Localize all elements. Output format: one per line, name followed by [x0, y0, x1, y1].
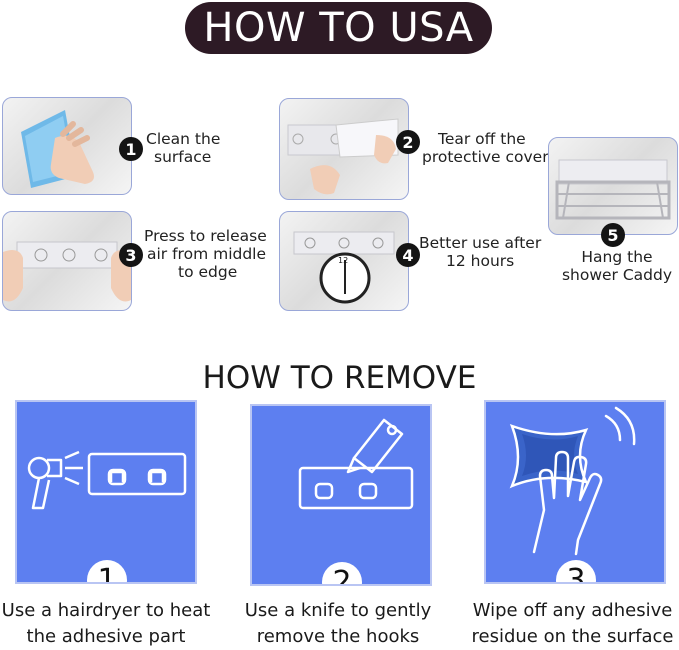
press-hooks-icon: [3, 241, 131, 302]
step-5-photo: [548, 137, 678, 235]
step-2-photo: [279, 98, 409, 200]
remove-step-2-text: Use a knife to gently remove the hooks: [244, 600, 432, 647]
knife-icon: [298, 418, 414, 510]
step-5-number: 5: [601, 223, 625, 247]
hooks-clock-icon: [293, 231, 395, 304]
remove-step-1-card: 1: [15, 400, 197, 584]
remove-step-3-card: 3: [484, 400, 666, 584]
remove-step-3-text: Wipe off any adhesive residue on the sur…: [471, 600, 674, 647]
step-4-text: Better use after 12 hours: [419, 234, 542, 270]
remove-title: HOW TO REMOVE: [202, 360, 477, 396]
step-1-photo: [2, 97, 132, 195]
page-title: HOW TO USA: [185, 2, 492, 54]
cleaning-cloth-icon: [21, 110, 94, 188]
step-1-number: 1: [119, 137, 143, 161]
step-1-text: Clean the surface: [146, 130, 221, 166]
clock-label: 12: [338, 256, 349, 265]
remove-step-3-number: 3: [556, 560, 596, 582]
step-4-number: 4: [396, 243, 420, 267]
remove-step-1-text: Use a hairdryer to heat the adhesive par…: [1, 600, 211, 647]
wipe-icon: [509, 406, 636, 556]
hairdryer-icon: [27, 450, 187, 510]
protective-cover-icon: [287, 118, 399, 195]
remove-step-2-card: 2: [250, 404, 432, 586]
step-3-photo: [2, 211, 132, 311]
remove-step-2-number: 2: [322, 562, 362, 584]
step-3-text: Press to release air from middle to edge: [144, 227, 267, 281]
step-2-text: Tear off the protective cover: [422, 130, 549, 166]
step-5-text: Hang the shower Caddy: [561, 248, 673, 284]
remove-step-1-number: 1: [87, 560, 127, 582]
shower-caddy-icon: [555, 159, 671, 220]
step-3-number: 3: [119, 243, 143, 267]
step-4-photo: 12: [279, 211, 409, 311]
step-2-number: 2: [396, 130, 420, 154]
